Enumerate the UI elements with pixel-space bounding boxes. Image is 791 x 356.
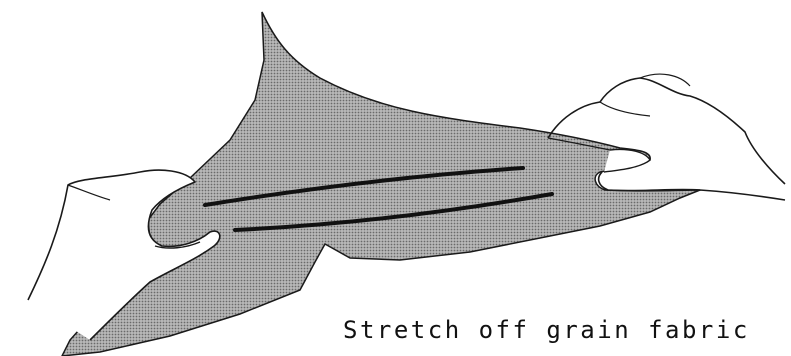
caption-text: Stretch off grain fabric <box>343 318 750 342</box>
